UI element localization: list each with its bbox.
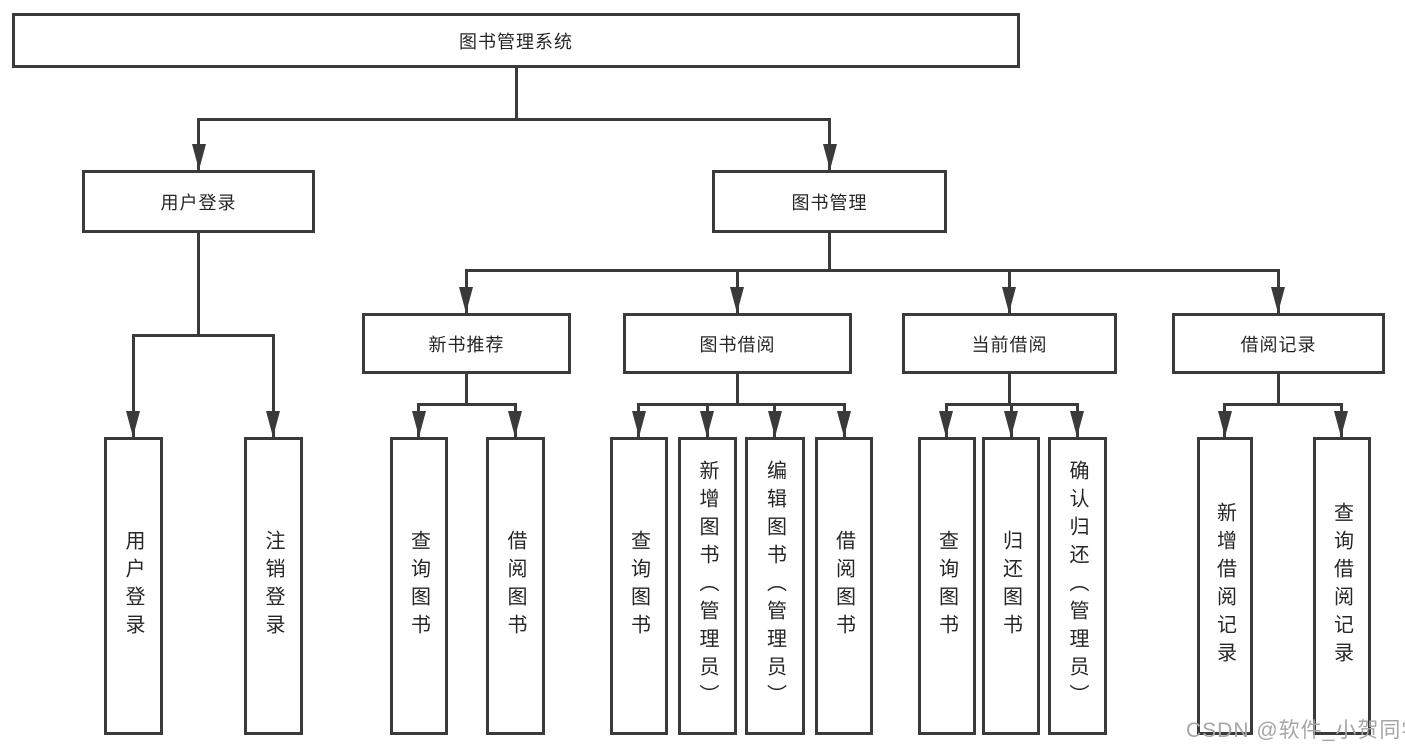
- connector-bookmgmt-stem: [828, 233, 831, 271]
- connector-root-branch: [197, 118, 831, 121]
- arrowhead-icon: [1002, 287, 1016, 313]
- arrowhead-icon: [939, 411, 953, 437]
- arrowhead-icon: [1218, 411, 1232, 437]
- arrowhead-icon: [412, 411, 426, 437]
- leaf-newbooks-borrow-books: 借阅图书: [486, 437, 545, 735]
- arrowhead-icon: [126, 411, 140, 437]
- connector-bookmgmt-branch: [465, 269, 1280, 272]
- node-book-management: 图书管理: [712, 170, 947, 233]
- connector-bookborrow-stem: [736, 374, 739, 405]
- arrowhead-icon: [632, 411, 646, 437]
- leaf-borrow-query-books: 查询图书: [610, 437, 668, 735]
- arrowhead-icon: [730, 287, 744, 313]
- connector-userlogin-stem: [197, 233, 200, 336]
- connector-newbooks-branch: [417, 403, 517, 406]
- connector-root-stem: [515, 68, 518, 119]
- arrowhead-icon: [1070, 411, 1084, 437]
- leaf-current-query-books: 查询图书: [918, 437, 976, 735]
- arrowhead-icon: [1334, 411, 1348, 437]
- connector-to-leaf: [132, 334, 135, 437]
- connector-borrowrecords-branch: [1223, 403, 1343, 406]
- connector-to-leaf: [272, 334, 275, 437]
- node-current-borrow: 当前借阅: [902, 313, 1117, 374]
- leaf-borrow-borrow-books: 借阅图书: [815, 437, 873, 735]
- node-book-borrow: 图书借阅: [623, 313, 852, 374]
- node-library-system: 图书管理系统: [12, 13, 1020, 68]
- leaf-current-return-books: 归还图书: [982, 437, 1040, 735]
- leaf-newbooks-query-books: 查询图书: [390, 437, 448, 735]
- connector-newbooks-stem: [465, 374, 468, 405]
- leaf-records-query-record: 查询借阅记录: [1313, 437, 1371, 735]
- arrowhead-icon: [1271, 287, 1285, 313]
- arrowhead-icon: [192, 144, 206, 170]
- arrowhead-icon: [823, 144, 837, 170]
- arrowhead-icon: [768, 411, 782, 437]
- arrowhead-icon: [700, 411, 714, 437]
- connector-currentborrow-stem: [1008, 374, 1011, 405]
- connector-userlogin-branch: [132, 334, 275, 337]
- node-user-login: 用户登录: [82, 170, 315, 233]
- leaf-borrow-add-books-admin: 新增图书（管理员）: [678, 437, 737, 735]
- node-borrow-records: 借阅记录: [1172, 313, 1385, 374]
- leaf-current-confirm-return-admin: 确认归还（管理员）: [1048, 437, 1107, 735]
- arrowhead-icon: [837, 411, 851, 437]
- arrowhead-icon: [508, 411, 522, 437]
- csdn-watermark: CSDN @软件_小贺同学: [1186, 719, 1405, 742]
- leaf-records-add-record: 新增借阅记录: [1197, 437, 1253, 735]
- arrowhead-icon: [1004, 411, 1018, 437]
- leaf-user-login: 用户登录: [104, 437, 163, 735]
- leaf-logout: 注销登录: [244, 437, 303, 735]
- connector-bookborrow-branch: [637, 403, 846, 406]
- node-new-book-recommend: 新书推荐: [362, 313, 571, 374]
- leaf-borrow-edit-books-admin: 编辑图书（管理员）: [745, 437, 805, 735]
- arrowhead-icon: [266, 411, 280, 437]
- arrowhead-icon: [459, 287, 473, 313]
- connector-borrowrecords-stem: [1277, 374, 1280, 405]
